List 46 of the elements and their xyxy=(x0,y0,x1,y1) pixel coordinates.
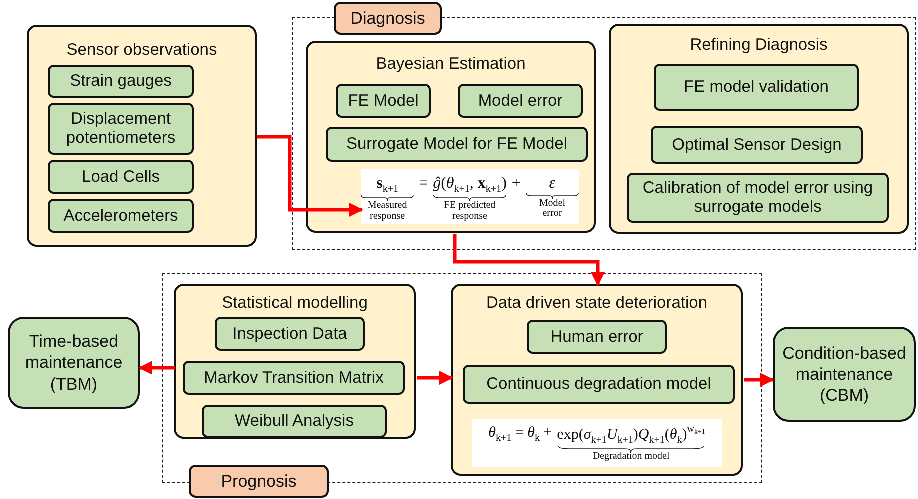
process-box: FE Model xyxy=(336,84,431,118)
formula-term: ε xyxy=(549,175,556,193)
process-box: Displacement potentiometers xyxy=(48,103,194,155)
process-box: FE model validation xyxy=(654,64,859,111)
formula-box xyxy=(361,169,579,224)
formula-operator: θ$_{k+1}$ = θ$_{k}$ + xyxy=(488,425,552,444)
process-box: Surrogate Model for FE Model xyxy=(326,127,588,162)
arrow xyxy=(744,373,774,387)
process-box: Continuous degradation model xyxy=(463,365,735,404)
process-box: Human error xyxy=(527,320,667,354)
panel-title: Bayesian Estimation xyxy=(375,55,527,74)
arrow xyxy=(417,371,454,385)
section-tag: Prognosis xyxy=(189,465,329,498)
formula-box xyxy=(472,419,722,467)
panel-title: Sensor observations xyxy=(66,41,218,60)
formula-operator: + xyxy=(512,175,521,193)
process-box: Model error xyxy=(458,84,583,118)
section-tag: Diagnosis xyxy=(334,2,442,35)
process-box: Strain gauges xyxy=(48,65,194,98)
arrow xyxy=(453,234,605,286)
group-panel xyxy=(27,25,257,247)
formula-label: FE predicted response xyxy=(443,201,497,222)
process-box: Weibull Analysis xyxy=(202,405,387,438)
group-panel xyxy=(609,24,909,234)
panel-title: Refining Diagnosis xyxy=(689,36,829,55)
formula-term: ĝ(θ$_{k+1}$, x$_{k+1}$) xyxy=(433,175,507,196)
process-box: Inspection Data xyxy=(215,317,365,351)
process-box: Load Cells xyxy=(48,160,194,194)
process-box: Markov Transition Matrix xyxy=(183,361,405,395)
group-panel xyxy=(174,284,416,439)
arrow xyxy=(138,361,175,375)
process-box: Accelerometers xyxy=(48,199,194,233)
panel-title: Data driven state deterioration xyxy=(485,294,709,313)
panel-title: Statistical modelling xyxy=(221,294,369,313)
formula-label: Model error xyxy=(538,198,566,220)
formula-operator: = xyxy=(419,175,428,193)
group-panel xyxy=(306,41,596,233)
formula-label: Measured response xyxy=(366,201,408,222)
group-panel xyxy=(451,284,743,476)
formula-label: Degradation model xyxy=(592,452,670,462)
outcome-box: Condition-based maintenance (CBM) xyxy=(773,327,916,422)
formula-term: s$_{k+1}$ xyxy=(376,175,398,196)
process-box: Calibration of model error using surrogate models xyxy=(627,173,889,223)
arrow xyxy=(257,135,364,217)
process-box: Optimal Sensor Design xyxy=(651,126,863,164)
outcome-box: Time-based maintenance (TBM) xyxy=(8,317,140,409)
